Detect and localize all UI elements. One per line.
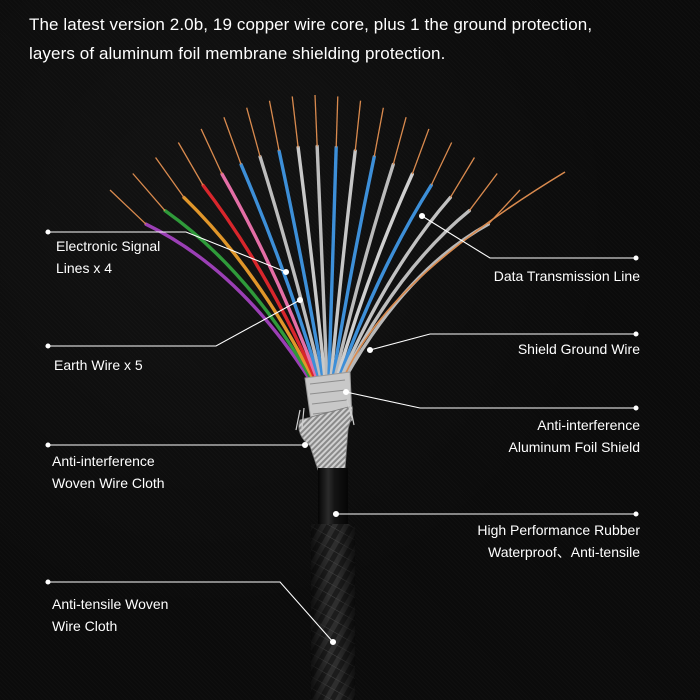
insulated-wire <box>327 145 338 382</box>
insulated-wire <box>330 155 376 382</box>
insulated-wire <box>336 183 433 382</box>
rubber-jacket <box>318 468 348 526</box>
woven-wire-shield <box>298 405 353 471</box>
insulated-wire <box>277 149 325 382</box>
copper-wire-tip <box>132 173 166 212</box>
copper-wire-tip <box>223 117 242 165</box>
copper-wire-tip <box>291 96 299 148</box>
label-shield-ground: Shield Ground Wire <box>517 341 640 357</box>
copper-wire-tip <box>109 189 147 225</box>
label-electronic-signal-line2: Lines x 4 <box>56 260 113 276</box>
label-electronic-signal-line1: Electronic Signal <box>56 238 161 254</box>
leader-earth-wire <box>48 299 301 347</box>
insulated-wire <box>338 195 452 382</box>
label-foil-line1: Anti-interference <box>537 417 640 433</box>
leader-electronic-signal <box>48 231 287 273</box>
label-data-transmission: Data Transmission Line <box>493 268 640 284</box>
insulated-wire <box>315 144 329 382</box>
copper-wire-tip <box>314 94 318 147</box>
copper-wire-tip <box>468 173 498 212</box>
label-foil-line2: Aluminum Foil Shield <box>508 439 641 455</box>
insulated-wire <box>332 162 395 382</box>
braided-sleeve-shade <box>311 524 355 700</box>
copper-wire-tip <box>268 100 280 152</box>
shield-ground-copper-wire <box>337 171 566 393</box>
label-earth-wire: Earth Wire x 5 <box>54 357 143 373</box>
copper-wire-tip <box>449 157 476 198</box>
leader-data-transmission <box>421 215 636 259</box>
leader-antitensile <box>48 581 334 643</box>
insulated-wire <box>340 208 472 382</box>
label-antitensile-line1: Anti-tensile Woven <box>52 596 169 612</box>
copper-wire-tip <box>373 107 384 157</box>
woven-shield-frayed-ends <box>295 399 355 431</box>
copper-wire-tip <box>411 128 430 175</box>
insulated-wire <box>296 145 327 382</box>
copper-wire-tip <box>155 157 185 198</box>
insulated-wire <box>329 149 357 382</box>
insulated-wire <box>201 183 318 382</box>
insulated-wire <box>220 172 320 382</box>
leader-lines <box>45 212 639 646</box>
label-rubber-line2: Waterproof、Anti-tensile <box>488 544 640 560</box>
copper-wire-tip <box>177 142 204 186</box>
copper-wire-tip <box>354 100 362 152</box>
leader-foil <box>345 391 636 409</box>
insulated-wire <box>239 162 322 382</box>
aluminum-foil-texture <box>309 379 348 415</box>
leader-shield-ground <box>369 333 636 351</box>
insulated-wire <box>144 222 312 382</box>
label-antitensile-line2: Wire Cloth <box>52 618 118 634</box>
label-rubber-line1: High Performance Rubber <box>477 522 640 538</box>
label-woven-cloth-line1: Anti-interference <box>52 453 155 469</box>
title-line-2: layers of aluminum foil membrane shieldi… <box>29 44 446 63</box>
insulated-wire <box>258 155 324 382</box>
copper-wire-tip <box>246 107 261 157</box>
copper-wire-tip <box>392 117 407 165</box>
insulated-wire <box>182 195 316 382</box>
insulated-wire <box>342 222 491 382</box>
copper-wire-tip <box>200 128 223 175</box>
copper-wire-tip <box>430 142 453 186</box>
insulated-wire <box>334 172 414 382</box>
fanned-wires <box>109 94 521 382</box>
label-woven-cloth-line2: Woven Wire Cloth <box>52 475 165 491</box>
title-line-1: The latest version 2.0b, 19 copper wire … <box>29 15 593 34</box>
insulated-wire <box>163 208 314 382</box>
copper-wire-tip <box>335 96 339 148</box>
